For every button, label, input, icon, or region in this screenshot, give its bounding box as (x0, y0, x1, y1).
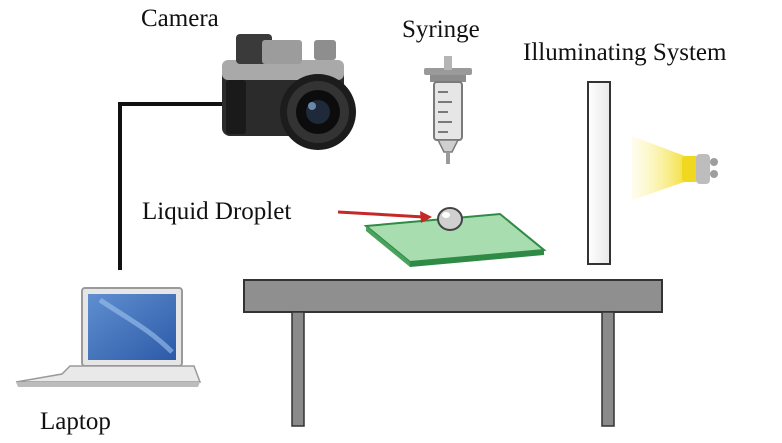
label-syringe: Syringe (402, 16, 480, 43)
table-icon (243, 279, 663, 427)
label-liquid-droplet: Liquid Droplet (142, 198, 292, 225)
droplet-icon (437, 207, 463, 231)
droplet-arrow (337, 210, 432, 223)
label-illuminating-system: Illuminating System (523, 39, 727, 66)
camera-laptop-cable (118, 102, 230, 270)
syringe-icon (424, 56, 472, 164)
label-laptop: Laptop (40, 408, 111, 435)
light-bulb-icon (632, 136, 718, 200)
laptop-icon (15, 287, 202, 387)
label-camera: Camera (141, 5, 219, 32)
camera-icon (222, 34, 356, 150)
diffuser-screen-icon (587, 81, 611, 265)
